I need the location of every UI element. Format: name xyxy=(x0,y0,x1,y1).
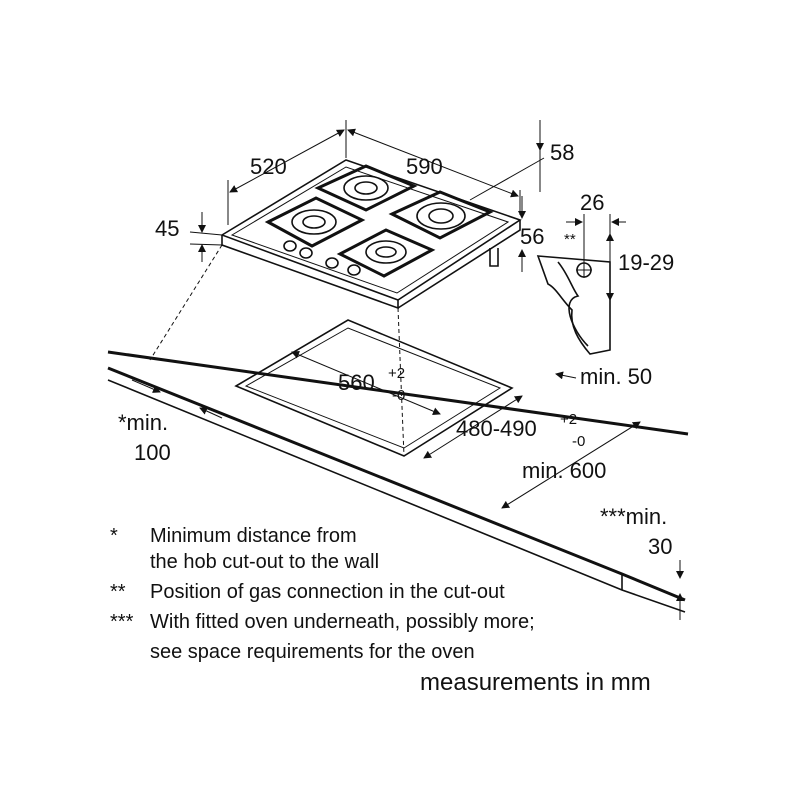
dim-min-wall-value: 100 xyxy=(134,440,171,465)
dim-min-oven-label: ***min. xyxy=(600,504,667,529)
pan-support-right xyxy=(388,190,494,240)
footnotes: * Minimum distance from the hob cut-out … xyxy=(110,525,535,663)
dim-gas-height: 19-29 xyxy=(618,250,674,275)
svg-text:560: 560 xyxy=(338,370,375,395)
cutout xyxy=(234,319,514,457)
pan-support-front xyxy=(336,228,436,278)
note-text: Minimum distance from xyxy=(150,525,357,547)
note-marker: ** xyxy=(110,581,126,603)
side-profile xyxy=(536,255,611,355)
dim-cutout-depth: 480-490 +2 -0 xyxy=(456,411,585,450)
hob-side-edge xyxy=(397,220,521,309)
dimension-lines xyxy=(131,120,684,620)
note-text: With fitted oven underneath, possibly mo… xyxy=(150,611,535,633)
dim-min-depth: min. 600 xyxy=(522,458,606,483)
tolerance-plus: +2 xyxy=(388,365,405,382)
dim-side-offset: 56 xyxy=(520,224,544,249)
note-text: Position of gas connection in the cut-ou… xyxy=(150,581,505,603)
dim-top-offset: 58 xyxy=(550,140,574,165)
dim-gas-offset: 26 xyxy=(580,190,604,215)
gas-connector xyxy=(489,248,499,267)
pan-support-left xyxy=(264,196,366,248)
tolerance-minus: -0 xyxy=(392,387,405,404)
hob-front-edge xyxy=(221,235,399,310)
note-text: see space requirements for the oven xyxy=(150,641,475,663)
dim-hob-height: 45 xyxy=(155,216,179,241)
note-marker: *** xyxy=(110,611,134,633)
control-knobs xyxy=(283,240,361,276)
note-text: the hob cut-out to the wall xyxy=(150,551,379,573)
tolerance-plus: +2 xyxy=(560,411,577,428)
tolerance-minus: -0 xyxy=(572,433,585,450)
dim-min-back: min. 50 xyxy=(580,364,652,389)
note-marker: * xyxy=(110,525,118,547)
dim-cutout-width: 560 +2 -0 xyxy=(338,365,405,404)
dim-min-wall-label: *min. xyxy=(118,410,168,435)
hob xyxy=(220,159,522,310)
svg-text:480-490: 480-490 xyxy=(456,416,537,441)
dim-hob-width: 590 xyxy=(406,154,443,179)
worktop xyxy=(107,244,689,613)
gas-connection-marker: ** xyxy=(564,231,576,248)
pan-support-back xyxy=(314,164,418,212)
hob-glass-top xyxy=(220,159,522,301)
units-note: measurements in mm xyxy=(420,669,651,696)
dim-min-oven-value: 30 xyxy=(648,534,672,559)
dim-hob-depth: 520 xyxy=(250,154,287,179)
